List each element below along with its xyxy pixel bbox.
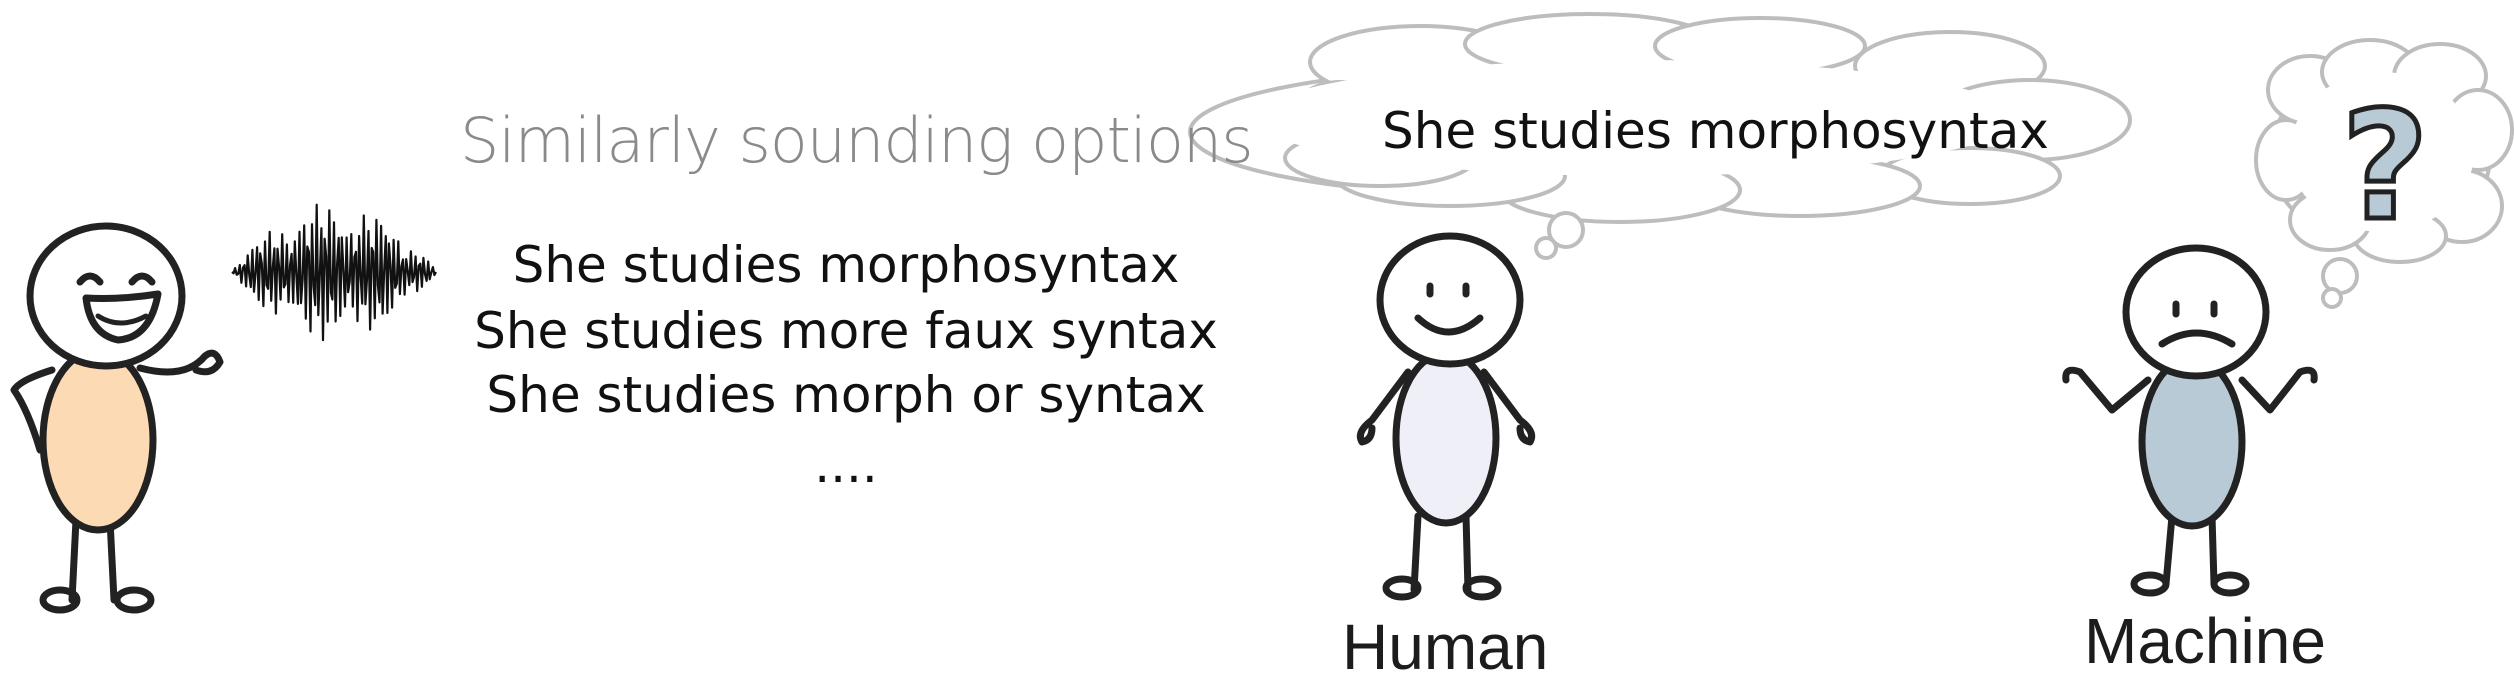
machine-thought-bubble-icon: [2254, 38, 2514, 309]
speaker-right-foot: [113, 586, 155, 614]
human-smile: [1414, 314, 1484, 336]
machine-left-foot: [2130, 571, 2170, 597]
human-right-leg: [1462, 512, 1472, 594]
human-head: [1376, 232, 1524, 368]
machine-thought-dot-small: [2321, 287, 2343, 309]
machine-left-arm: [2062, 366, 2152, 414]
speaker-right-arm: [136, 349, 224, 376]
option-ellipsis: ....: [814, 436, 878, 494]
human-right-arm: [1480, 368, 1536, 446]
human-thought-text: She studies morphosyntax: [1382, 102, 2049, 160]
human-figure-icon: [1356, 232, 1536, 601]
option-line-2: She studies more faux syntax: [474, 302, 1218, 360]
machine-frown: [2158, 329, 2236, 348]
human-left-arm: [1356, 368, 1412, 446]
speaker-figure-icon: [10, 222, 224, 614]
speaker-left-arm: [10, 366, 56, 454]
machine-right-arm: [2238, 366, 2318, 414]
machine-left-leg: [2162, 512, 2176, 588]
human-left-leg: [1410, 512, 1422, 594]
option-line-1: She studies morphosyntax: [512, 236, 1180, 294]
machine-right-foot: [2210, 571, 2250, 597]
speaker-mouth: [82, 290, 162, 344]
machine-body: [2138, 354, 2246, 530]
speaker-left-leg: [68, 516, 80, 604]
speaker-left-eye: [76, 272, 104, 286]
human-right-foot: [1462, 575, 1502, 601]
speaker-right-leg: [106, 516, 118, 604]
sound-waveform-icon: [231, 203, 437, 342]
thought-dot-small: [1534, 236, 1558, 260]
svg-text:?: ?: [2341, 86, 2428, 236]
speaker-tongue: [95, 313, 149, 326]
speaker-left-foot: [39, 586, 81, 614]
option-line-3: She studies morph or syntax: [486, 366, 1206, 424]
question-mark-icon: ?: [2339, 78, 2431, 257]
options-heading: Similarly sounding options: [460, 104, 1254, 177]
machine-right-leg: [2208, 512, 2218, 588]
human-thought-bubble-icon: [1188, 12, 2132, 260]
human-label: Human: [1342, 611, 1549, 683]
machine-figure-icon: [2062, 244, 2318, 597]
speaker-right-eye: [128, 272, 156, 286]
human-left-foot: [1382, 575, 1422, 601]
machine-head: [2122, 244, 2270, 380]
speaker-body: [39, 346, 157, 534]
machine-label: Machine: [2084, 605, 2326, 677]
human-body: [1392, 349, 1500, 527]
thought-dot-large: [1547, 211, 1585, 249]
question-mark-glyph: ?: [2339, 78, 2431, 257]
